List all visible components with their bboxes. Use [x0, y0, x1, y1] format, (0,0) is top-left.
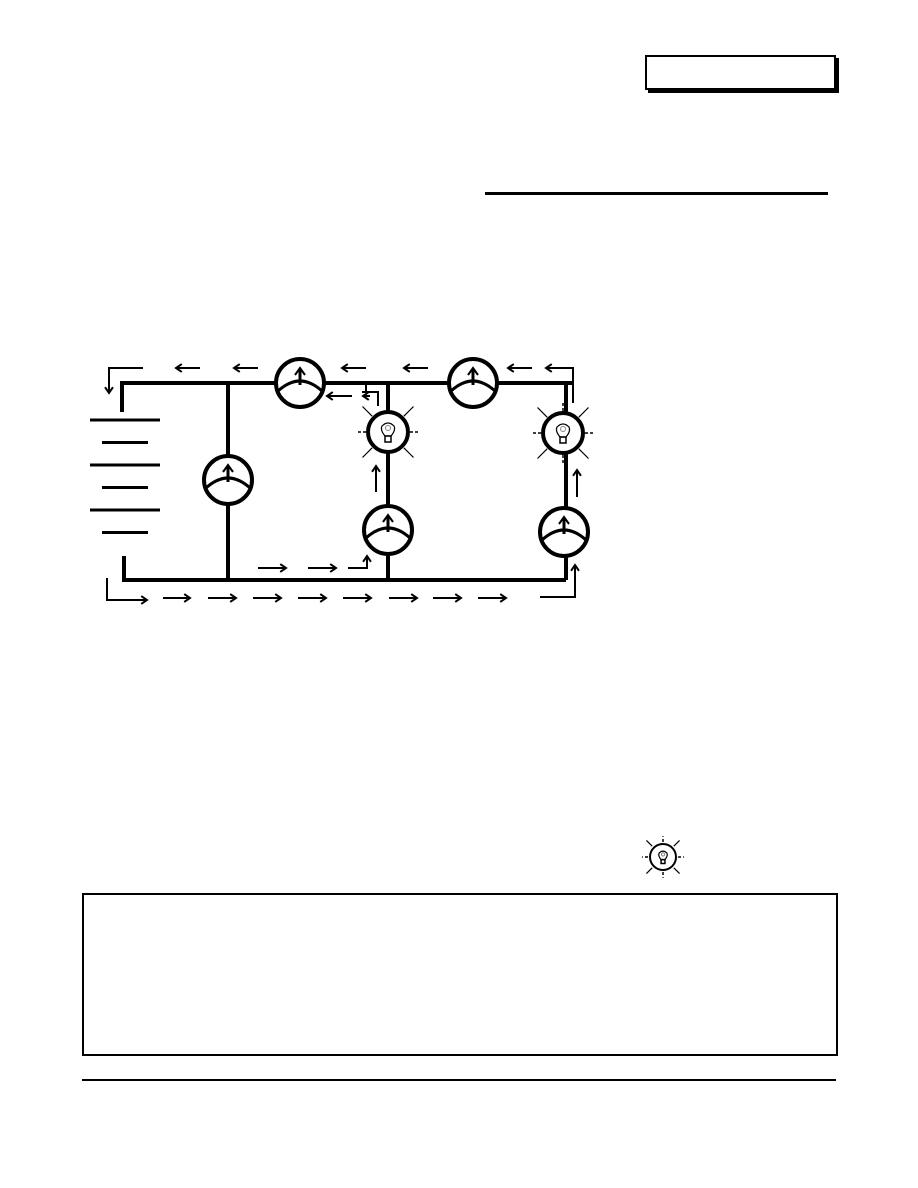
current-arrow-icon	[163, 593, 192, 603]
bulb-part	[403, 406, 414, 417]
current-arrow-icon	[343, 593, 373, 603]
answer-line	[485, 192, 828, 195]
current-arrow-icon	[544, 363, 562, 373]
current-arrow-icon	[298, 593, 328, 603]
current-arrow-icon	[433, 593, 463, 603]
meter-part	[294, 366, 306, 376]
bulb-part	[660, 852, 666, 857]
light-bulb-icon	[531, 401, 595, 465]
bulb-part	[660, 858, 666, 865]
bulb-part	[646, 840, 653, 847]
bulb-part	[403, 447, 414, 458]
current-arrow-icon	[506, 363, 532, 373]
meter-part	[222, 463, 234, 473]
current-arrow-icon	[340, 363, 366, 373]
bulb-part	[658, 850, 668, 861]
bulb-part	[559, 436, 567, 444]
bulb-part	[578, 448, 589, 459]
bulb-part	[555, 423, 571, 438]
current-arrow-icon	[208, 593, 238, 603]
current-arrow-icon	[371, 464, 381, 492]
name-box	[645, 55, 836, 90]
answer-box	[82, 893, 838, 1056]
current-arrow-icon	[389, 593, 419, 603]
current-path	[540, 568, 576, 598]
meter-icon	[362, 504, 414, 556]
bulb-part	[362, 406, 373, 417]
current-arrow-icon	[362, 554, 372, 568]
current-arrow-icon	[308, 563, 338, 573]
bulb-part	[385, 425, 391, 431]
bulb-part	[537, 448, 548, 459]
current-arrow-icon	[253, 593, 283, 603]
current-arrow-icon	[572, 468, 582, 497]
current-arrow-icon	[478, 593, 508, 603]
bulb-part	[673, 867, 680, 874]
current-path	[108, 367, 143, 392]
bulb-part	[380, 422, 396, 437]
current-path	[558, 367, 574, 403]
light-bulb-icon	[356, 400, 420, 464]
current-arrow-icon	[174, 363, 200, 373]
current-arrow-icon	[104, 380, 114, 395]
bulb-part	[673, 840, 680, 847]
meter-icon	[202, 454, 254, 506]
current-arrow-icon	[361, 391, 370, 401]
current-arrow-icon	[232, 363, 258, 373]
bulb-part	[560, 426, 566, 432]
meter-icon	[538, 506, 590, 558]
meter-part	[558, 515, 570, 525]
current-arrow-icon	[570, 563, 580, 575]
footer-divider	[82, 1079, 836, 1081]
bulb-part	[537, 407, 548, 418]
current-arrow-icon	[258, 563, 288, 573]
current-arrow-icon	[325, 391, 352, 401]
current-arrow-icon	[125, 595, 149, 605]
bulb-part	[384, 435, 392, 443]
meter-icon	[447, 357, 499, 409]
bulb-part	[578, 407, 589, 418]
bulb-part	[646, 867, 653, 874]
meter-part	[467, 366, 479, 376]
meter-icon	[274, 357, 326, 409]
light-bulb-icon	[642, 836, 684, 878]
current-arrow-icon	[402, 363, 428, 373]
bulb-part	[362, 447, 373, 458]
meter-part	[382, 513, 394, 523]
